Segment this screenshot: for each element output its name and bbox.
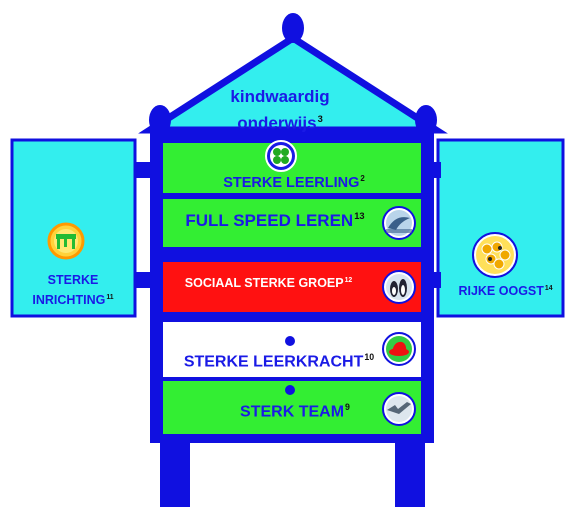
bullet-dot: [285, 385, 295, 395]
roof-title-line2: onderwijs3: [237, 113, 323, 133]
honeycomb-icon: [472, 232, 518, 278]
roof-finial-top: [282, 13, 304, 43]
label-sociaal-sterke-groep: SOCIAAL STERKE GROEP12: [184, 276, 353, 290]
roof-title-line1: kindwaardig: [230, 87, 330, 106]
label-sterke-leerkracht: STERKE LEERKRACHT10: [183, 352, 375, 371]
right-wing-panel: [436, 138, 565, 318]
footnote-marker: 11: [106, 294, 114, 301]
footnote-marker: 13: [354, 211, 365, 222]
footnote-marker: 9: [345, 402, 350, 412]
table-icon: [47, 222, 85, 260]
dolphins-icon: [382, 206, 416, 240]
bullet-dot: [285, 336, 295, 346]
label-sterk-team: STERK TEAM9: [240, 402, 350, 421]
hat-icon: [382, 332, 416, 366]
label-rijke-oogst: RIJKE OOGST14: [458, 284, 553, 298]
panel-sociaal-sterke-groep: [163, 262, 421, 312]
footnote-marker: 14: [544, 284, 553, 292]
footnote-marker: 10: [364, 352, 375, 362]
panel-sterke-leerkracht: [163, 322, 421, 377]
panel-full-speed-leren: [163, 199, 421, 247]
left-hinge-top: [134, 162, 154, 178]
footnote-marker: 2: [360, 174, 365, 183]
footnote-marker: 12: [344, 276, 353, 284]
label-sterke-inrichting: STERKE INRICHTING11: [32, 273, 114, 308]
birds-icon: [382, 392, 416, 426]
right-post: [395, 440, 425, 507]
footnote-marker: 3: [317, 114, 323, 124]
penguins-icon: [382, 270, 416, 304]
label-full-speed-leren: FULL SPEED LEREN13: [185, 211, 365, 230]
left-post: [160, 440, 190, 507]
clover-icon: [265, 140, 297, 172]
label-sterke-leerling: STERKE LEERLING2: [223, 174, 365, 191]
roof-title: kindwaardig onderwijs3: [205, 86, 355, 135]
left-hinge-bottom: [134, 272, 154, 288]
